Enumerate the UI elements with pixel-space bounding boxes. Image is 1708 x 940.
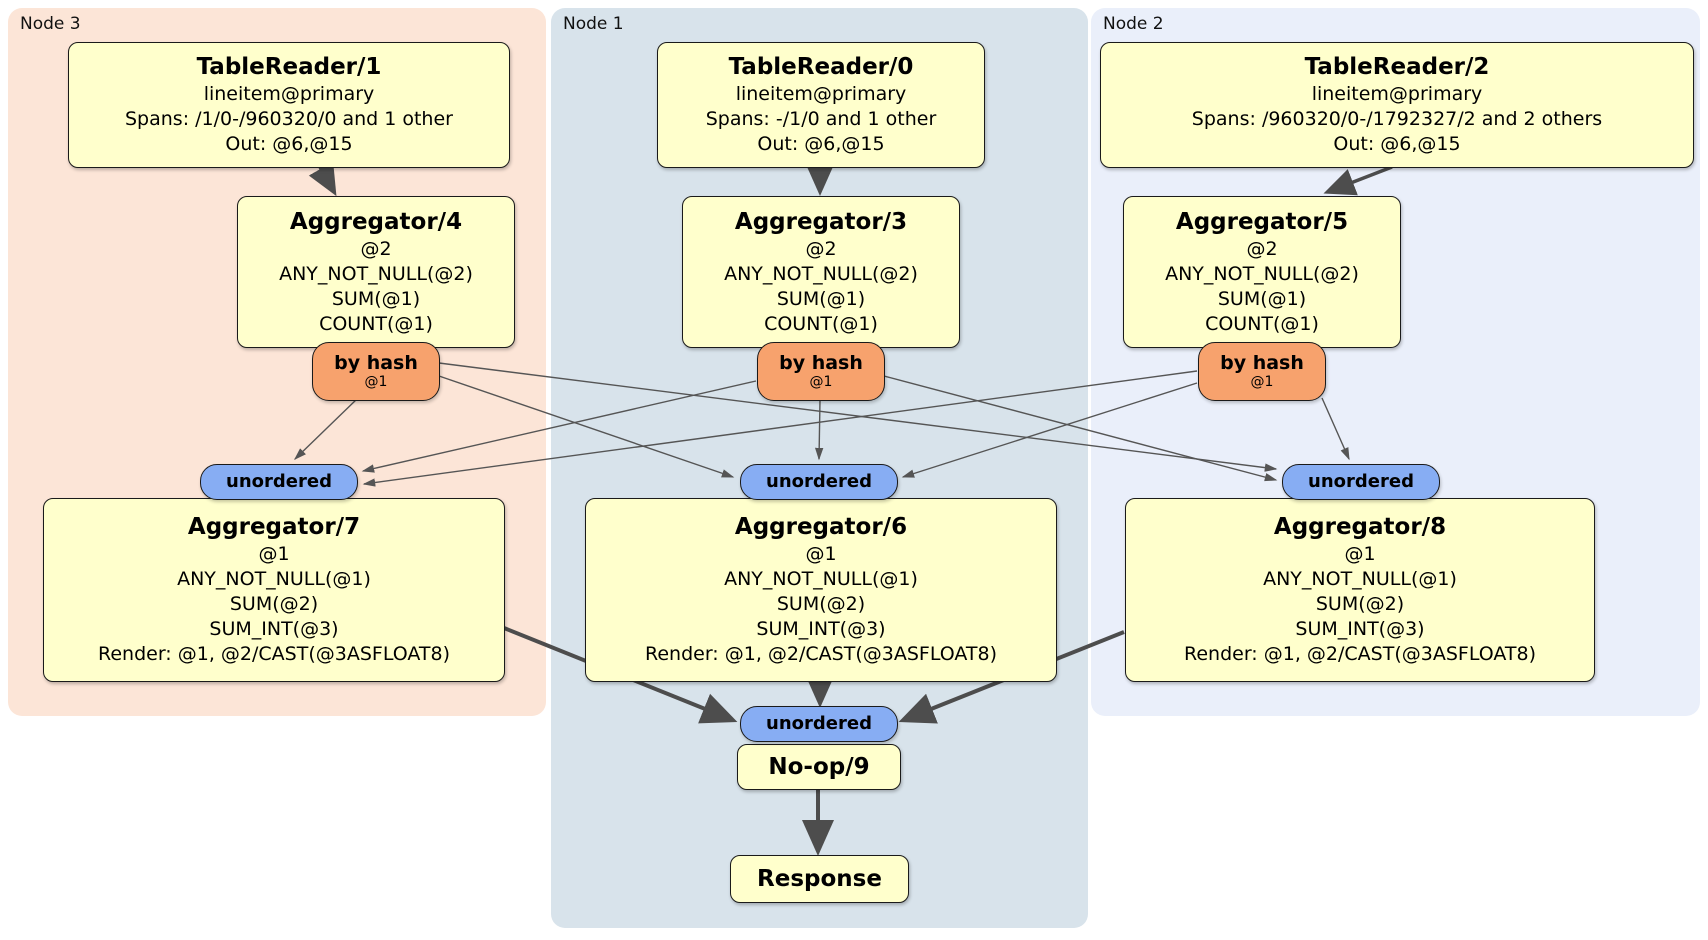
processor-aggregator-5: Aggregator/5 @2 ANY_NOT_NULL(@2) SUM(@1)… xyxy=(1123,196,1401,348)
processor-tablereader-2: TableReader/2 lineitem@primary Spans: /9… xyxy=(1100,42,1694,168)
processor-detail: Render: @1, @2/CAST(@3ASFLOAT8) xyxy=(645,643,997,665)
processor-detail: lineitem@primary xyxy=(735,83,907,105)
processor-detail: ANY_NOT_NULL(@1) xyxy=(1263,568,1457,590)
processor-detail: Spans: /1/0-/960320/0 and 1 other xyxy=(125,108,453,130)
processor-detail: @2 xyxy=(805,237,837,260)
hash-router-badge: by hash @1 xyxy=(312,342,440,401)
processor-detail: @1 xyxy=(258,543,290,565)
stream-label: unordered xyxy=(226,471,332,492)
unordered-stream-badge: unordered xyxy=(740,706,898,742)
node-3-label: Node 3 xyxy=(20,14,81,34)
processor-title: Aggregator/7 xyxy=(187,514,361,540)
processor-title: No-op/9 xyxy=(768,753,870,780)
router-key: @1 xyxy=(809,374,833,390)
processor-detail: lineitem@primary xyxy=(1311,83,1483,105)
processor-title: Response xyxy=(757,865,882,892)
router-label: by hash xyxy=(779,352,863,374)
processor-title: Aggregator/8 xyxy=(1273,514,1447,540)
processor-detail: ANY_NOT_NULL(@2) xyxy=(279,262,473,285)
processor-aggregator-4: Aggregator/4 @2 ANY_NOT_NULL(@2) SUM(@1)… xyxy=(237,196,515,348)
unordered-stream-badge: unordered xyxy=(200,464,358,500)
hash-router-badge: by hash @1 xyxy=(1198,342,1326,401)
router-key: @1 xyxy=(1250,374,1274,390)
processor-detail: Out: @6,@15 xyxy=(225,133,353,155)
processor-title: TableReader/2 xyxy=(1304,54,1490,80)
processor-detail: ANY_NOT_NULL(@1) xyxy=(177,568,371,590)
processor-detail: SUM(@1) xyxy=(331,287,421,310)
processor-detail: SUM(@1) xyxy=(1217,287,1307,310)
processor-detail: SUM_INT(@3) xyxy=(756,618,886,640)
processor-aggregator-6: Aggregator/6 @1 ANY_NOT_NULL(@1) SUM(@2)… xyxy=(585,498,1057,682)
processor-detail: Out: @6,@15 xyxy=(1333,133,1461,155)
processor-detail: COUNT(@1) xyxy=(319,312,433,335)
unordered-stream-badge: unordered xyxy=(1282,464,1440,500)
processor-detail: Out: @6,@15 xyxy=(757,133,885,155)
processor-detail: ANY_NOT_NULL(@2) xyxy=(1165,262,1359,285)
processor-detail: COUNT(@1) xyxy=(764,312,878,335)
processor-title: TableReader/1 xyxy=(196,54,382,80)
processor-title: Aggregator/4 xyxy=(289,208,463,235)
router-label: by hash xyxy=(1220,352,1304,374)
response-box: Response xyxy=(730,855,909,903)
processor-detail: SUM_INT(@3) xyxy=(209,618,339,640)
processor-title: Aggregator/3 xyxy=(734,208,908,235)
processor-detail: COUNT(@1) xyxy=(1205,312,1319,335)
processor-detail: @2 xyxy=(1246,237,1278,260)
processor-title: Aggregator/6 xyxy=(734,514,908,540)
processor-detail: ANY_NOT_NULL(@1) xyxy=(724,568,918,590)
unordered-stream-badge: unordered xyxy=(740,464,898,500)
hash-router-badge: by hash @1 xyxy=(757,342,885,401)
processor-aggregator-8: Aggregator/8 @1 ANY_NOT_NULL(@1) SUM(@2)… xyxy=(1125,498,1595,682)
stream-label: unordered xyxy=(1308,471,1414,492)
processor-detail: SUM_INT(@3) xyxy=(1295,618,1425,640)
processor-detail: Render: @1, @2/CAST(@3ASFLOAT8) xyxy=(1184,643,1536,665)
processor-detail: Render: @1, @2/CAST(@3ASFLOAT8) xyxy=(98,643,450,665)
processor-title: TableReader/0 xyxy=(728,54,914,80)
processor-detail: @1 xyxy=(805,543,837,565)
processor-detail: @2 xyxy=(360,237,392,260)
processor-detail: Spans: /960320/0-/1792327/2 and 2 others xyxy=(1191,108,1603,130)
processor-detail: @1 xyxy=(1344,543,1376,565)
processor-tablereader-0: TableReader/0 lineitem@primary Spans: -/… xyxy=(657,42,985,168)
processor-detail: SUM(@2) xyxy=(1315,593,1405,615)
processor-noop-9: No-op/9 xyxy=(737,744,901,790)
processor-detail: ANY_NOT_NULL(@2) xyxy=(724,262,918,285)
processor-detail: SUM(@2) xyxy=(776,593,866,615)
processor-detail: SUM(@2) xyxy=(229,593,319,615)
stream-label: unordered xyxy=(766,471,872,492)
processor-aggregator-3: Aggregator/3 @2 ANY_NOT_NULL(@2) SUM(@1)… xyxy=(682,196,960,348)
processor-tablereader-1: TableReader/1 lineitem@primary Spans: /1… xyxy=(68,42,510,168)
node-1-label: Node 1 xyxy=(563,14,624,34)
processor-title: Aggregator/5 xyxy=(1175,208,1349,235)
processor-detail: Spans: -/1/0 and 1 other xyxy=(705,108,937,130)
router-key: @1 xyxy=(364,374,388,390)
node-2-label: Node 2 xyxy=(1103,14,1164,34)
processor-detail: SUM(@1) xyxy=(776,287,866,310)
router-label: by hash xyxy=(334,352,418,374)
processor-aggregator-7: Aggregator/7 @1 ANY_NOT_NULL(@1) SUM(@2)… xyxy=(43,498,505,682)
processor-detail: lineitem@primary xyxy=(203,83,375,105)
stream-label: unordered xyxy=(766,713,872,734)
